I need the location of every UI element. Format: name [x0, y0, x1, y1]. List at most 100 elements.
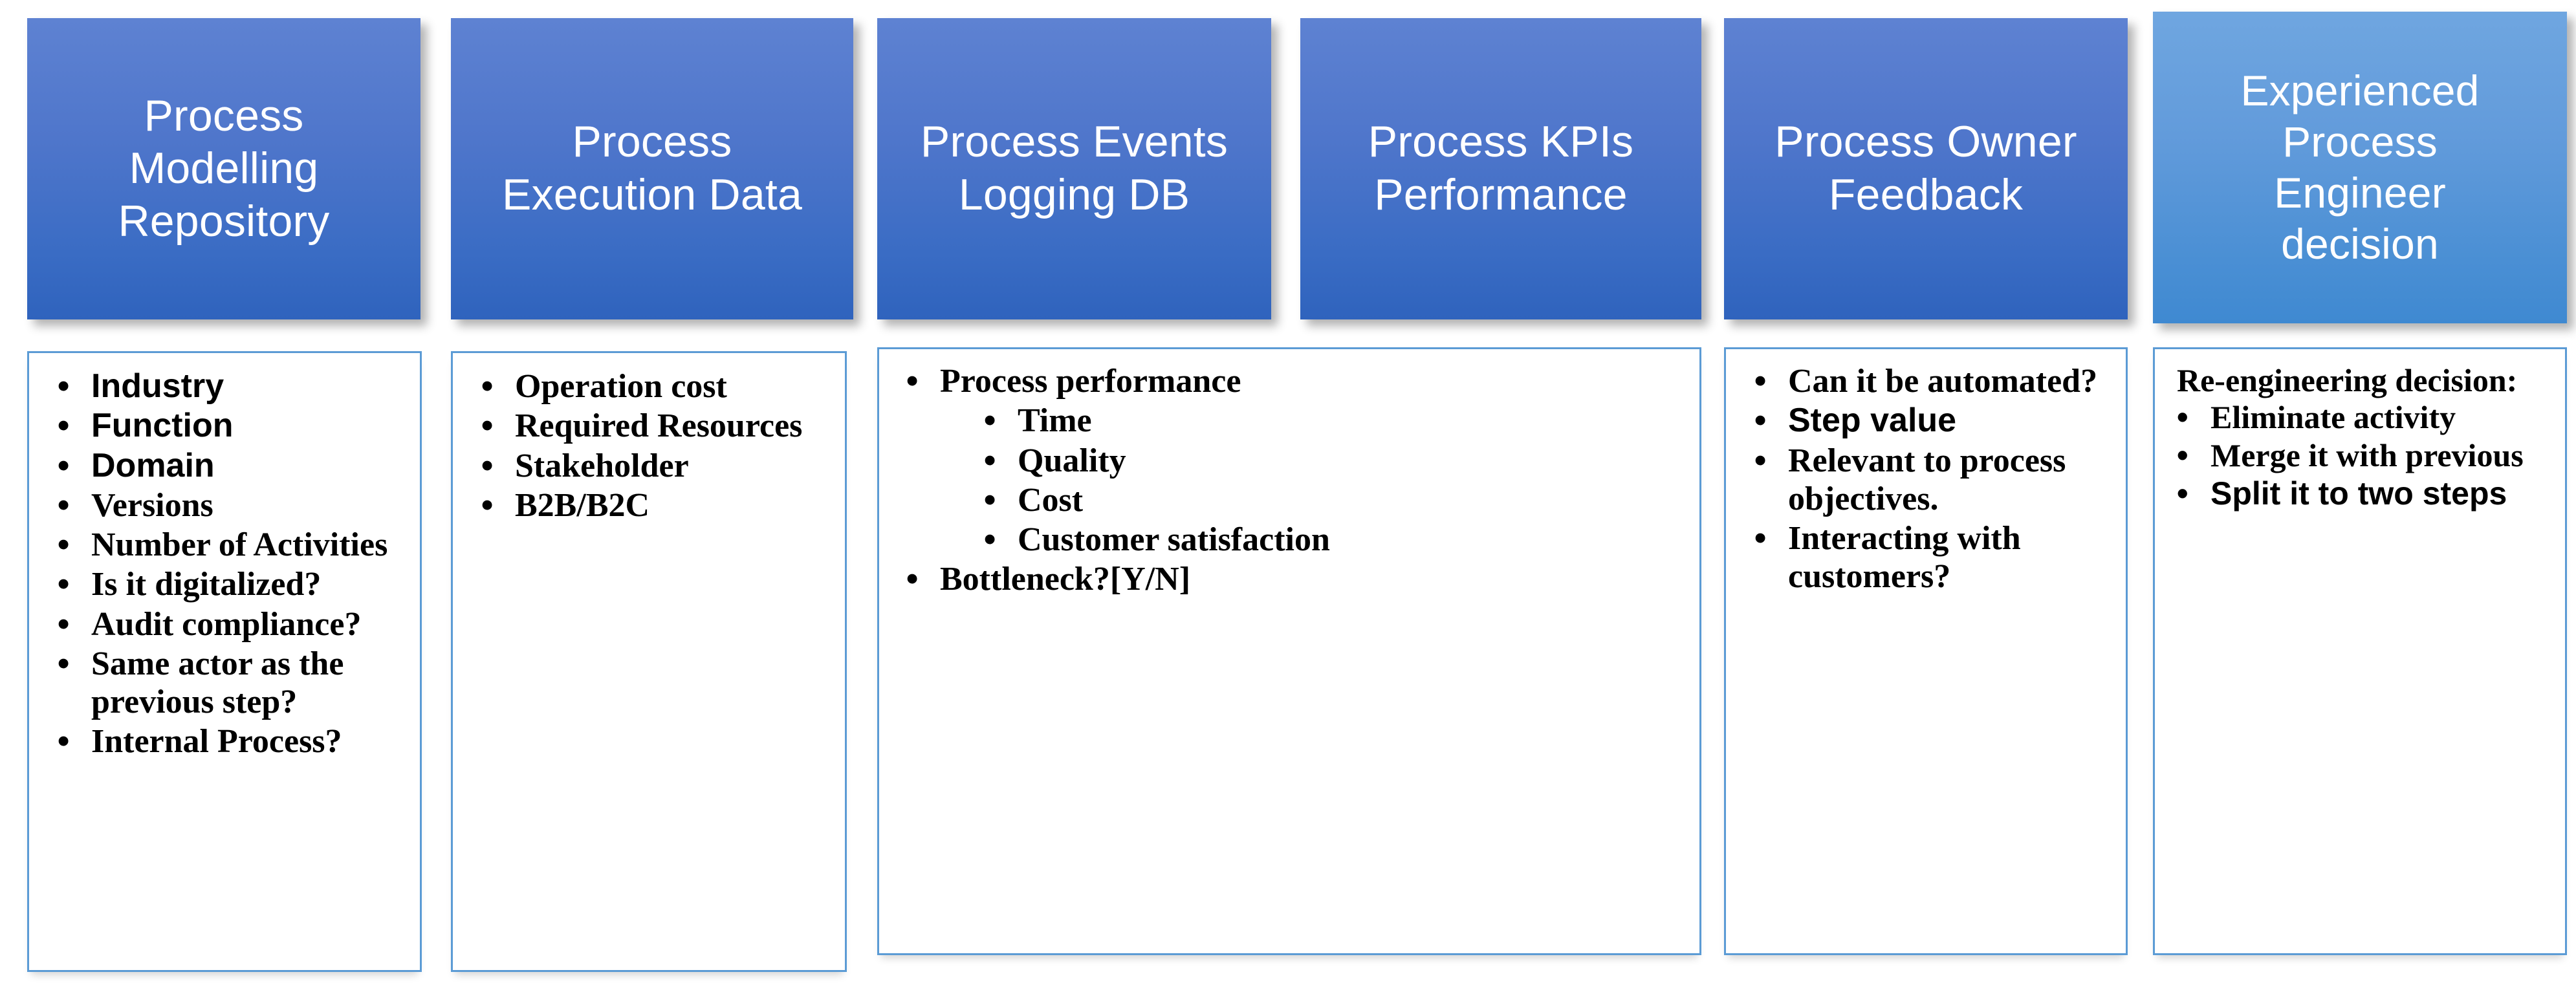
bullet-item: • Interacting with customers?	[1754, 519, 2114, 596]
bullet-glyph-icon: •	[58, 526, 70, 564]
bullet-item: • Is it digitalized?	[58, 565, 408, 603]
bullet-text: Customer satisfaction	[1018, 521, 1330, 559]
bullet-text: Same actor as the previous step?	[91, 645, 344, 721]
bullet-text: Number of Activities	[91, 526, 388, 564]
bullet-text: Bottleneck?[Y/N]	[940, 561, 1191, 598]
bullet-text: Quality	[1018, 442, 1126, 479]
body-panel-process-execution-data: •Operation cost•Required Resources•Stake…	[451, 351, 847, 972]
header-line: Modelling	[129, 144, 319, 193]
header-line: Engineer	[2274, 169, 2446, 217]
bullet-item: • Time	[906, 402, 1688, 440]
bullet-text: Can it be automated?	[1788, 363, 2098, 400]
bullet-glyph-icon: •	[984, 521, 996, 559]
bullet-glyph-icon: •	[2177, 437, 2189, 473]
bullet-text: Internal Process?	[91, 723, 342, 760]
bullet-item: •Industry	[58, 367, 408, 405]
header-line: Process	[144, 91, 304, 140]
bullet-list: •Process performance•Time•Quality•Cost•C…	[906, 362, 1688, 599]
header-line: Process	[2282, 117, 2438, 166]
bullet-text: Step value	[1788, 402, 1957, 440]
header-line: Repository	[118, 196, 330, 246]
bullet-item: • Number of Activities	[58, 526, 408, 564]
bullet-glyph-icon: •	[1754, 519, 1767, 557]
bullet-glyph-icon: •	[58, 722, 70, 760]
bullet-item: •Operation cost	[481, 367, 833, 405]
body-panel-process-modelling-repository: •Industry•Function•Domain•Versions•Numbe…	[27, 351, 422, 972]
bullet-glyph-icon: •	[58, 486, 70, 524]
header-line: Process	[572, 117, 732, 167]
bullet-item: • Split it to two steps	[2177, 475, 2555, 512]
body-panel-experienced-process-engineer-decision: Re-engineering decision: • Eliminate acti…	[2153, 347, 2567, 955]
bullet-item: • Customer satisfaction	[906, 521, 1688, 559]
bullet-text: Eliminate activity	[2210, 399, 2456, 435]
bullet-text: Is it digitalized?	[91, 566, 322, 603]
bullet-list: •Industry•Function•Domain•Versions•Numbe…	[58, 367, 408, 761]
bullet-glyph-icon: •	[906, 362, 919, 400]
bullet-glyph-icon: •	[984, 402, 996, 440]
bullet-item: • Domain	[58, 447, 408, 485]
bullet-glyph-icon: •	[984, 480, 996, 519]
header-box-process-execution-data[interactable]: Process Execution Data	[451, 18, 853, 319]
bullet-item: • Stakeholder	[481, 447, 833, 485]
header-line: Execution Data	[502, 170, 802, 219]
bullet-text: Stakeholder	[515, 447, 689, 484]
bullet-glyph-icon: •	[58, 446, 70, 484]
bullet-glyph-icon: •	[481, 446, 494, 484]
bullet-text: Audit compliance?	[91, 605, 362, 643]
bullet-text: Process performance	[940, 363, 1241, 400]
bullet-list: • Eliminate activity • Merge it with previo…	[2177, 399, 2555, 512]
bullet-item: • Step value	[1754, 402, 2114, 440]
bullet-glyph-icon: •	[1754, 441, 1767, 479]
header-line: Process KPIs	[1368, 117, 1634, 167]
bullet-item: • Can it be automated?	[1754, 362, 2114, 400]
panel-lead-line: Re-engineering decision:	[2177, 362, 2518, 398]
bullet-item: • Process performance	[906, 362, 1688, 400]
body-panel-process-owner-feedback: • Can it be automated? • Step value • Relevan…	[1724, 347, 2128, 955]
bullet-glyph-icon: •	[481, 407, 494, 445]
bullet-glyph-icon: •	[481, 367, 494, 405]
header-line: Experienced	[2240, 66, 2480, 114]
bullet-text: Cost	[1018, 481, 1084, 519]
bullet-item: • Cost	[906, 481, 1688, 519]
bullet-item: • Same actor as the previous step?	[58, 645, 408, 722]
bullet-text: Split it to two steps	[2210, 475, 2507, 512]
header-box-process-owner-feedback[interactable]: Process Owner Feedback	[1724, 18, 2128, 319]
bullet-glyph-icon: •	[1754, 362, 1767, 400]
bullet-list: •Operation cost•Required Resources•Stake…	[481, 367, 833, 524]
header-line: Process Events	[920, 117, 1228, 167]
header-line: Process Owner	[1774, 117, 2077, 167]
bullet-item: • Internal Process?	[58, 722, 408, 760]
header-line: Logging DB	[958, 170, 1190, 219]
bullet-glyph-icon: •	[481, 486, 494, 524]
bullet-text: Function	[91, 407, 234, 445]
bullet-text: Time	[1018, 402, 1092, 440]
bullet-glyph-icon: •	[2177, 399, 2189, 435]
header-box-process-modelling-repository[interactable]: Process Modelling Repository	[27, 18, 420, 319]
header-line: decision	[2281, 220, 2439, 268]
bullet-text: B2B/B2C	[515, 486, 650, 524]
body-panel-process-events-logging-db: •Process performance•Time•Quality•Cost•C…	[877, 347, 1701, 955]
header-box-process-events-logging-db[interactable]: Process Events Logging DB	[877, 18, 1271, 319]
bullet-item: •Versions	[58, 486, 408, 524]
bullet-glyph-icon: •	[984, 441, 996, 479]
bullet-item: • Relevant to process objectives.	[1754, 442, 2114, 519]
bullet-glyph-icon: •	[2177, 475, 2189, 512]
bullet-glyph-icon: •	[58, 565, 70, 603]
header-box-experienced-process-engineer-decision[interactable]: Experienced Process Engineer decision	[2153, 12, 2567, 323]
bullet-item: •Bottleneck?[Y/N]	[906, 560, 1688, 598]
bullet-item: • B2B/B2C	[481, 486, 833, 524]
bullet-item: • Merge it with previous	[2177, 437, 2555, 474]
bullet-text: Industry	[91, 367, 224, 405]
bullet-text: Interacting with customers?	[1788, 520, 2021, 596]
bullet-text: Domain	[91, 446, 215, 484]
header-line: Feedback	[1828, 170, 2024, 219]
bullet-glyph-icon: •	[1754, 402, 1767, 440]
bullet-text: Relevant to process objectives.	[1788, 442, 2066, 517]
bullet-item: • Eliminate activity	[2177, 399, 2555, 436]
bullet-item: •Audit compliance?	[58, 605, 408, 643]
bullet-item: •Required Resources	[481, 407, 833, 445]
panel-lead-text: Re-engineering decision:	[2177, 362, 2555, 399]
header-box-process-kpis-performance[interactable]: Process KPIs Performance	[1300, 18, 1701, 319]
bullet-text: Merge it with previous	[2210, 437, 2524, 473]
bullet-glyph-icon: •	[58, 644, 70, 682]
